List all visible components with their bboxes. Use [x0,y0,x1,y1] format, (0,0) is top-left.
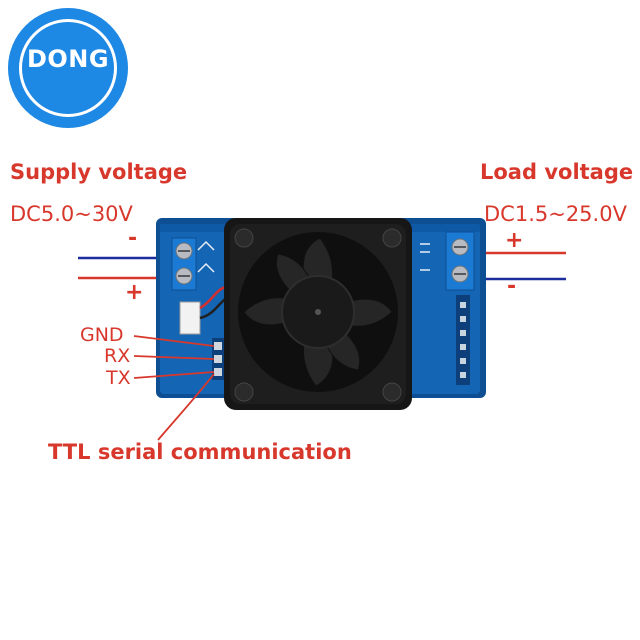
supply-minus-label: - [128,226,138,251]
supply-voltage-title: Supply voltage [10,160,188,184]
load-voltage-title: Load voltage [480,160,634,184]
ttl-caption: TTL serial communication [48,440,352,464]
supply-voltage-range: DC5.0~30V [10,202,133,226]
supply-plus-label: + [125,280,144,305]
load-terminal [445,231,475,291]
load-plus-label: + [505,228,524,253]
pin-leaders [133,335,215,441]
gnd-pin-label: GND [80,324,124,346]
serial-header [212,338,224,380]
rx-pin-label: RX [104,345,131,367]
cooling-fan [224,218,412,410]
load-voltage-range: DC1.5~25.0V [484,202,627,226]
logo-text: DONG [26,45,110,73]
load-minus-label: - [507,274,517,299]
logo-ring [8,8,128,128]
tx-pin-label: TX [106,367,131,389]
supply-terminal [171,237,197,291]
